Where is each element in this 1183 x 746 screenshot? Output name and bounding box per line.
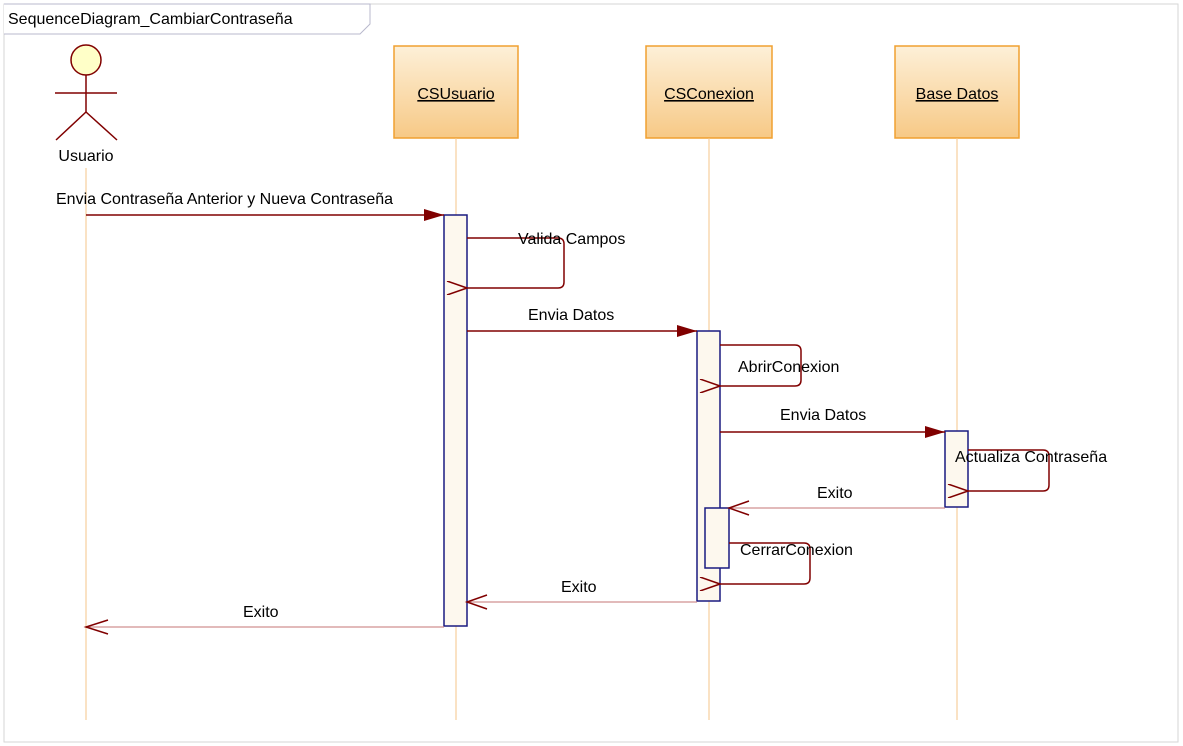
participant-csusuario: CSUsuario [393,45,519,139]
actor-name: Usuario [58,148,113,165]
message-label: Exito [817,485,853,502]
self-message-arrow [467,237,565,288]
message-label: Envia Datos [780,407,866,424]
participant-csconexion: CSConexion [645,45,773,139]
self-message-arrow [720,542,811,584]
self-message-arrow [968,449,1050,491]
actor-leg-right [85,111,118,141]
participant-box [393,45,519,139]
frame-title: SequenceDiagram_CambiarContraseña [8,11,293,28]
message-label: Actualiza Contraseña [955,449,1107,466]
self-message-arrow [720,344,802,386]
participant-name: CSConexion [664,86,754,103]
actor-usuario: Usuario [55,44,118,165]
activation-csusuario [443,214,468,627]
return-arrowhead [464,594,488,610]
return-arrowhead [726,500,750,516]
participant-box [645,45,773,139]
actor-leg-left [55,111,87,141]
activation-csconexion-nested [704,507,730,569]
frame-title-tab [4,3,371,35]
message-label: Exito [561,579,597,596]
return-arrowhead [83,619,109,635]
message-label: Envia Datos [528,307,614,324]
message-label: Envia Contraseña Anterior y Nueva Contra… [56,191,393,208]
actor-head [70,44,102,76]
participant-name: Base Datos [916,86,999,103]
activation-basedatos [944,430,969,508]
participant-name: CSUsuario [417,86,494,103]
participant-box [894,45,1020,139]
message-label: Exito [243,604,279,621]
participant-basedatos: Base Datos [894,45,1020,139]
message-label: Valida Campos [518,231,625,248]
message-label: AbrirConexion [738,359,839,376]
message-label: CerrarConexion [740,542,853,559]
